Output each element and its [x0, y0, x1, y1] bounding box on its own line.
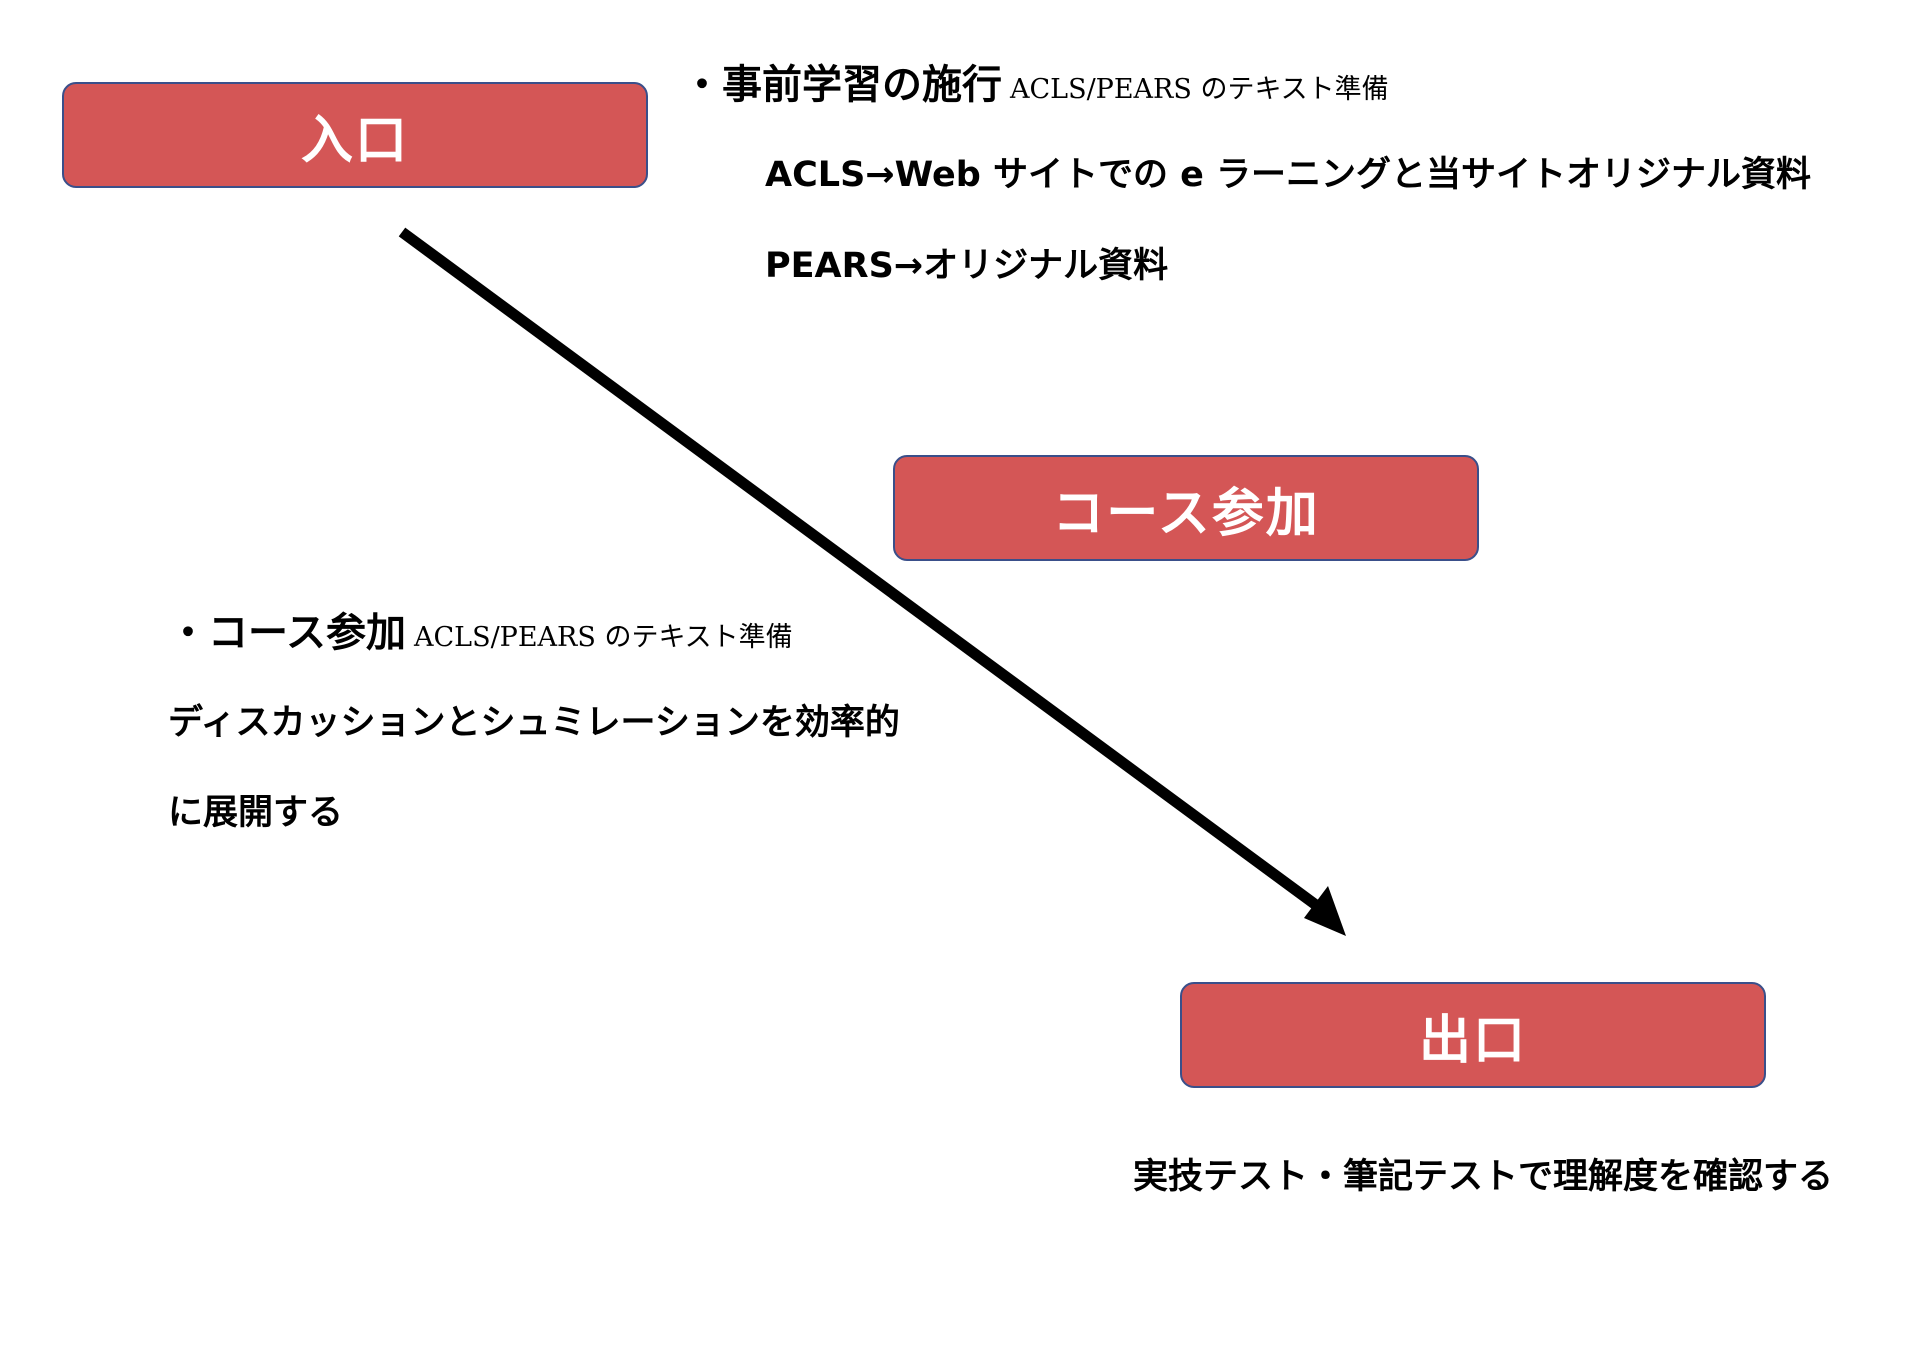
entry-box-label: 入口 — [300, 110, 409, 171]
course-participation-box: コース参加 — [893, 455, 1479, 561]
flow-arrow-head — [1304, 886, 1346, 936]
exit-description: 実技テスト・筆記テストで理解度を確認する — [1133, 1157, 1834, 1197]
pre-study-heading: ・事前学習の施行 ACLS/PEARS のテキスト準備 — [682, 52, 1389, 110]
pre-study-heading-text: ・事前学習の施行 — [682, 62, 1002, 108]
pre-study-acls-line: ACLS→Web サイトでの e ラーニングと当サイトオリジナル資料 — [765, 155, 1812, 195]
course-heading-note: ACLS/PEARS のテキスト準備 — [414, 622, 793, 653]
course-heading-text: ・コース参加 — [168, 610, 406, 656]
course-participation-box-label: コース参加 — [1052, 483, 1320, 544]
exit-box: 出口 — [1180, 982, 1766, 1088]
course-description-line1: ディスカッションとシュミレーションを効率的 — [168, 703, 900, 743]
pre-study-pears-line: PEARS→オリジナル資料 — [765, 246, 1169, 286]
course-description-line2: に展開する — [168, 793, 344, 833]
pre-study-heading-note: ACLS/PEARS のテキスト準備 — [1010, 74, 1389, 105]
entry-box: 入口 — [62, 82, 648, 188]
course-heading: ・コース参加 ACLS/PEARS のテキスト準備 — [168, 600, 793, 658]
exit-box-label: 出口 — [1418, 1010, 1527, 1071]
flow-arrow-line — [398, 227, 1324, 913]
